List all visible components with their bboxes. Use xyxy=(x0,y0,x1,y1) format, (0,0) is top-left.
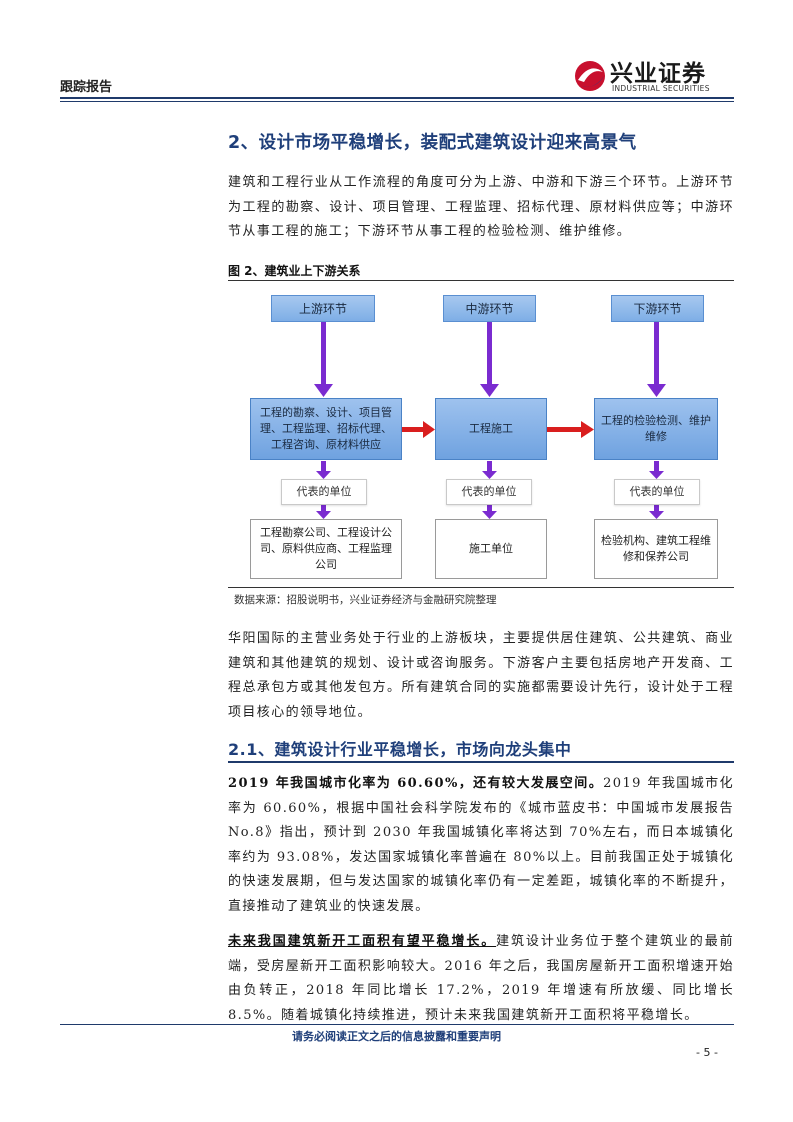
midstream-activities-box: 工程施工 xyxy=(435,398,547,460)
arrow-mid-to-activity xyxy=(487,322,492,386)
urbanization-lead: 2019 年我国城市化率为 60.60%，还有较大发展空间。 xyxy=(228,776,604,791)
new-construction-paragraph: 未来我国建筑新开工面积有望平稳增长。建筑设计业务位于整个建筑业的最前端，受房屋新… xyxy=(228,930,734,1028)
arrow-head xyxy=(647,384,666,397)
downstream-activities-box: 工程的检验检测、维护维修 xyxy=(594,398,718,460)
midstream-stage-box: 中游环节 xyxy=(443,295,536,322)
upstream-stage-box: 上游环节 xyxy=(271,295,375,322)
company-position-paragraph: 华阳国际的主营业务处于行业的上游板块，主要提供居住建筑、公共建筑、商业建筑和其他… xyxy=(228,631,734,720)
midstream-units-box: 施工单位 xyxy=(435,519,547,579)
report-type-label: 跟踪报告 xyxy=(60,80,113,95)
upstream-activities-box: 工程的勘察、设计、项目管理、工程监理、招标代理、工程咨询、原材料供应 xyxy=(250,398,402,460)
brand-name-en: INDUSTRIAL SECURITIES xyxy=(612,84,710,93)
brand-logo-icon xyxy=(575,61,605,91)
brand-name-cn: 兴业证券 xyxy=(610,61,706,87)
header-rule-thin xyxy=(60,101,734,102)
urbanization-paragraph: 2019 年我国城市化率为 60.60%，还有较大发展空间。2019 年我国城市… xyxy=(228,772,734,919)
page-number: - 5 - xyxy=(696,1046,718,1059)
figure-bottom-rule xyxy=(228,587,734,588)
urbanization-body: 2019 年我国城市化率为 60.60%，根据中国社会科学院发布的《城市蓝皮书：… xyxy=(228,776,734,914)
diagram-arrows xyxy=(314,322,666,519)
downstream-stage-box: 下游环节 xyxy=(611,295,704,322)
figure-source: 数据来源：招股说明书，兴业证券经济与金融研究院整理 xyxy=(234,594,497,606)
figure-title: 图 2、建筑业上下游关系 xyxy=(228,264,361,278)
footer-disclaimer: 请务必阅读正文之后的信息披露和重要声明 xyxy=(292,1030,501,1043)
subsection-heading: 2.1、建筑设计行业平稳增长，市场向龙头集中 xyxy=(228,740,572,759)
subsection-rule xyxy=(228,761,734,763)
downstream-rep-label: 代表的单位 xyxy=(614,479,700,505)
upstream-rep-label: 代表的单位 xyxy=(281,479,367,505)
arrow-up-to-activity xyxy=(321,322,326,386)
arrow-up-to-mid xyxy=(401,427,425,432)
figure-top-rule xyxy=(228,280,734,281)
midstream-rep-label: 代表的单位 xyxy=(446,479,532,505)
section-heading: 2、设计市场平稳增长，装配式建筑设计迎来高景气 xyxy=(228,133,637,153)
arrow-mid-to-down xyxy=(547,427,583,432)
header-rule xyxy=(60,97,734,99)
value-chain-diagram: 上游环节 中游环节 下游环节 工程的勘察、设计、项目管理、工程监理、招标代理、工… xyxy=(228,281,734,587)
arrow-head xyxy=(314,384,333,397)
footer-rule xyxy=(60,1024,734,1025)
upstream-units-box: 工程勘察公司、工程设计公司、原料供应商、工程监理公司 xyxy=(250,519,402,579)
arrow-head xyxy=(480,384,499,397)
downstream-units-box: 检验机构、建筑工程维修和保养公司 xyxy=(594,519,718,579)
intro-paragraph: 建筑和工程行业从工作流程的角度可分为上游、中游和下游三个环节。上游环节为工程的勘… xyxy=(228,175,734,239)
arrow-down-to-activity xyxy=(654,322,659,386)
new-construction-lead: 未来我国建筑新开工面积有望平稳增长。 xyxy=(228,934,497,949)
new-construction-body: 建筑设计业务位于整个建筑业的最前端，受房屋新开工面积影响较大。2016 年之后，… xyxy=(228,934,734,1023)
